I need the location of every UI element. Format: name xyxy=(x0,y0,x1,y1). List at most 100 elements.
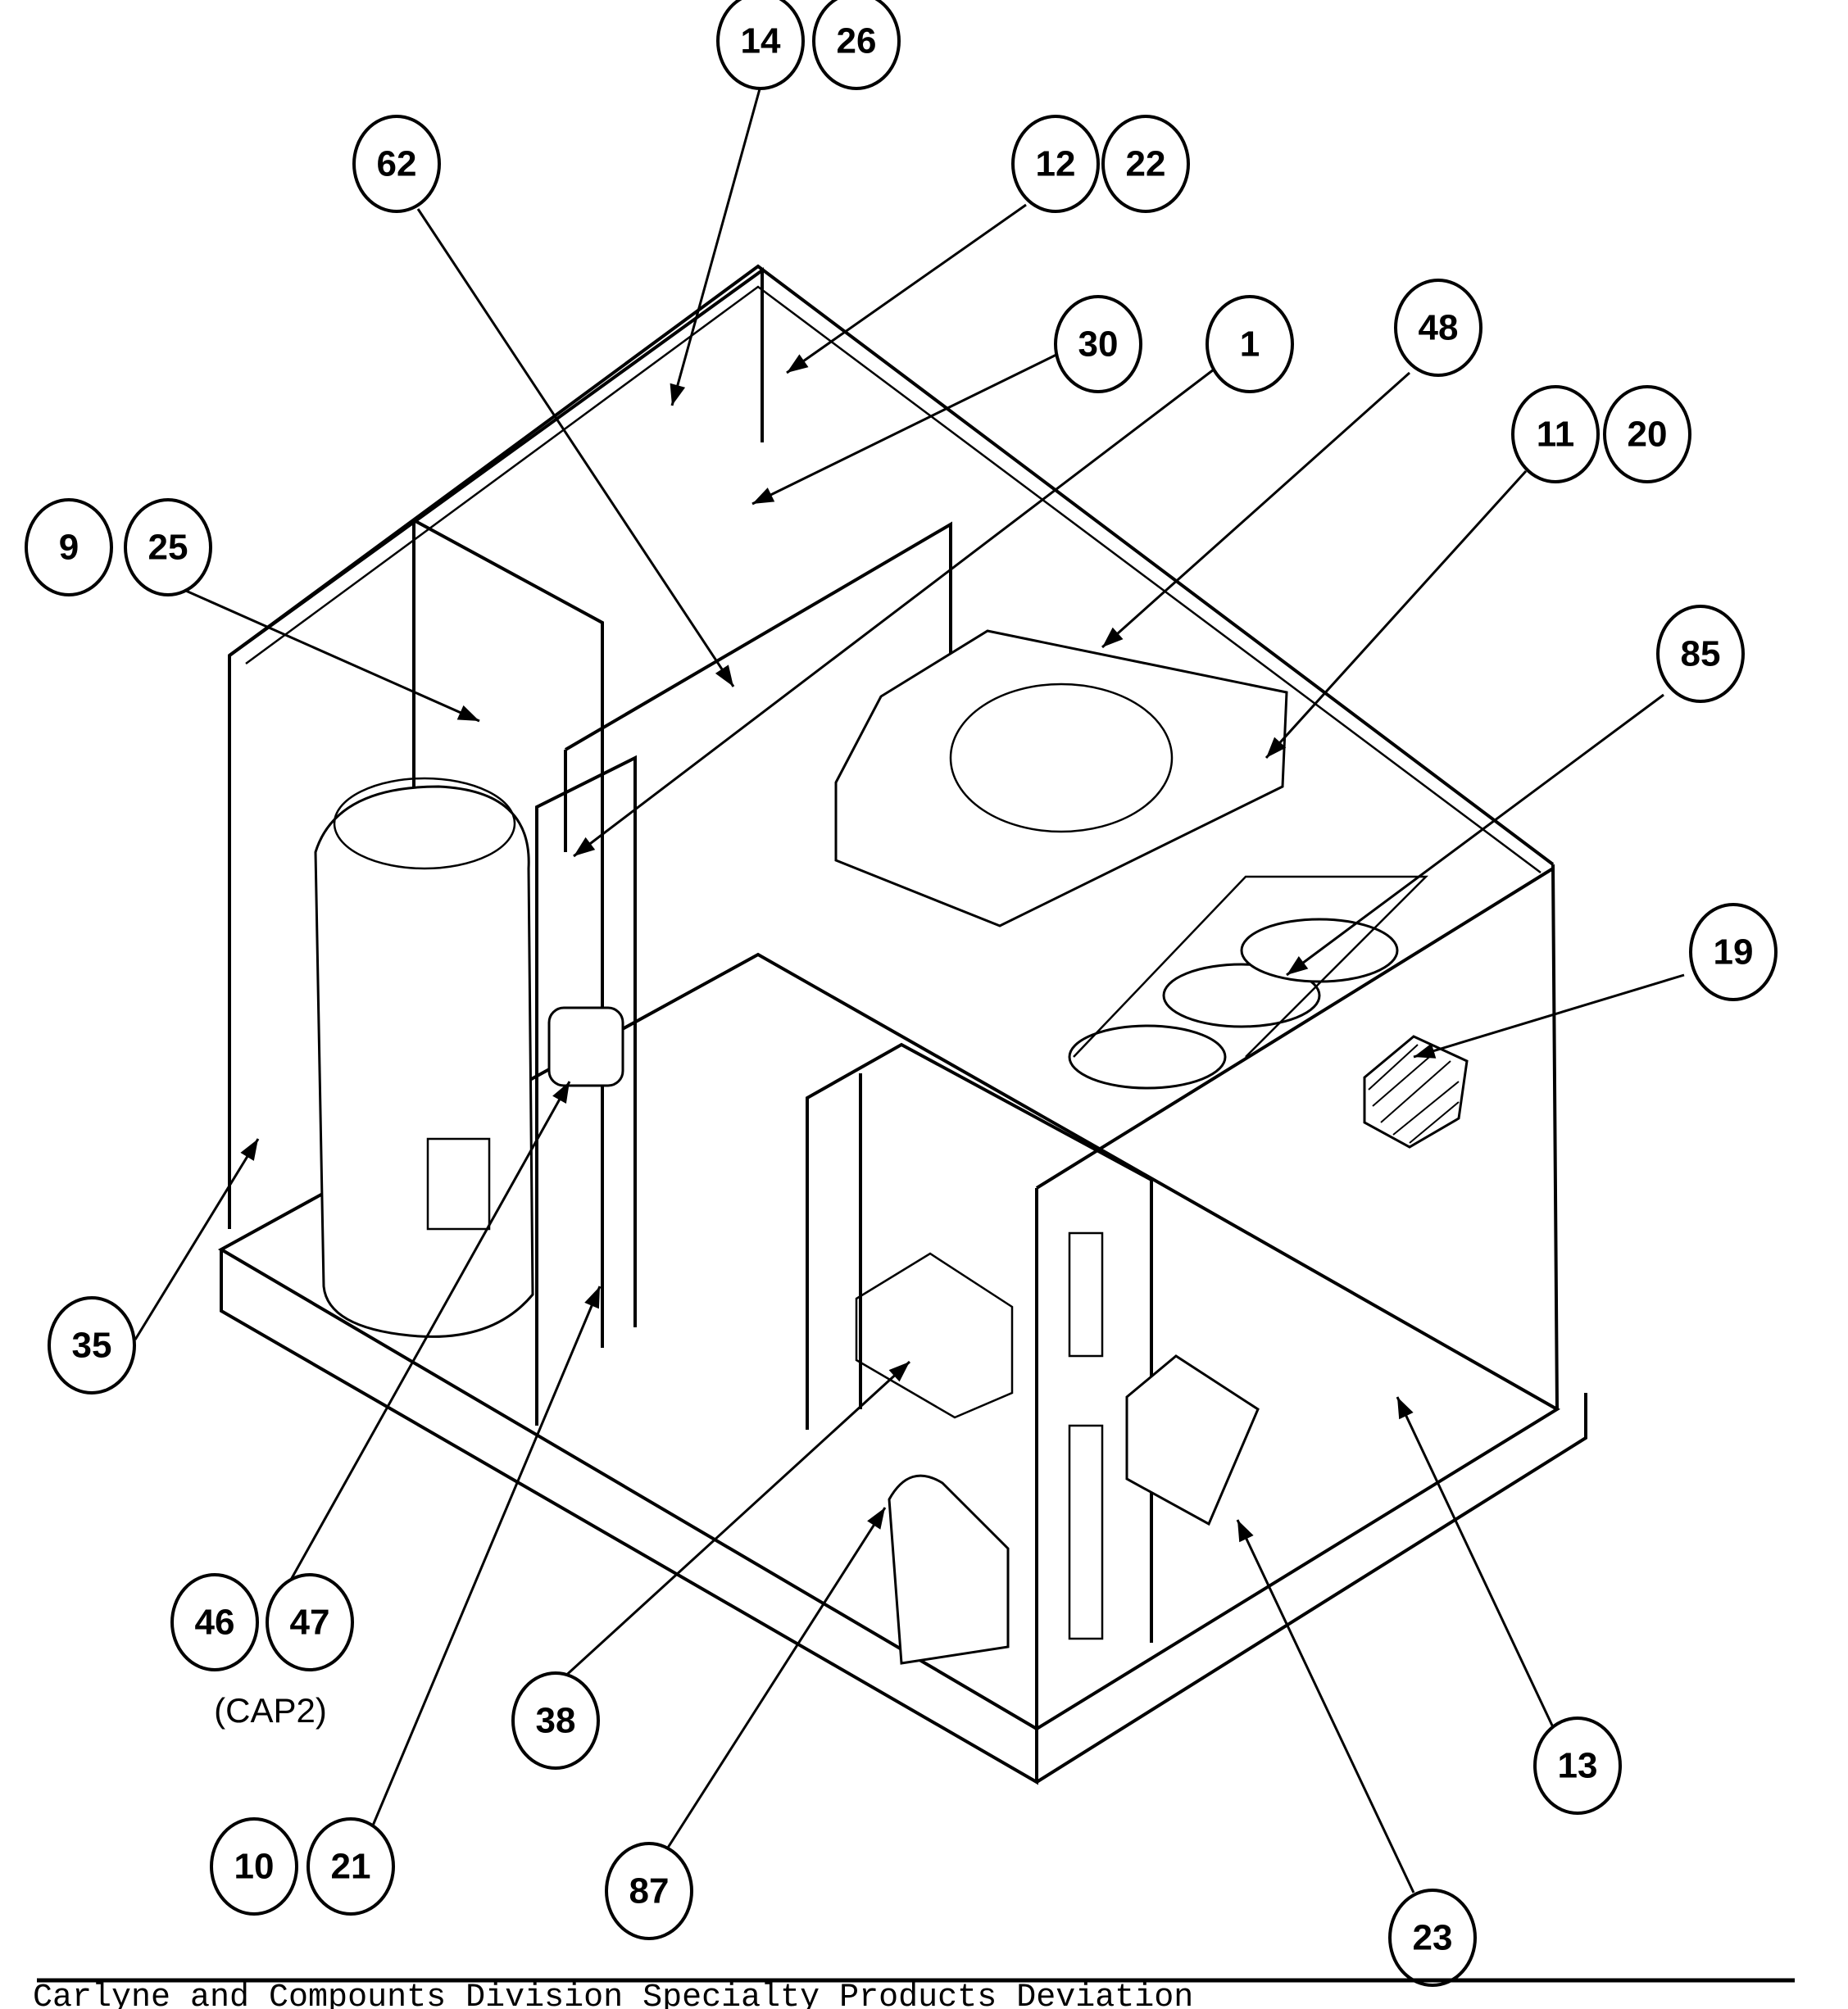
leader-arrowhead xyxy=(1287,956,1309,975)
callout-20: 20 xyxy=(1603,385,1691,483)
callout-30: 30 xyxy=(1054,295,1142,393)
divider-panel xyxy=(535,755,637,1426)
heat-exchanger xyxy=(1068,875,1429,1090)
leader-line xyxy=(666,1507,887,1848)
callout-10: 10 xyxy=(210,1817,298,1916)
compressor-label-plate xyxy=(426,1137,491,1231)
callout-23: 23 xyxy=(1388,1889,1477,1987)
callout-label: 19 xyxy=(1714,932,1754,973)
leader-arrowhead xyxy=(1237,1520,1254,1543)
leader-line xyxy=(134,1138,260,1340)
louvers xyxy=(1068,1231,1104,1640)
callout-label: 11 xyxy=(1537,415,1575,455)
leader-arrowhead xyxy=(867,1508,885,1530)
callout-9: 9 xyxy=(25,498,113,596)
callout-label: 30 xyxy=(1078,324,1119,365)
callout-19: 19 xyxy=(1689,903,1778,1001)
callout-label: 26 xyxy=(837,21,877,61)
callout-circle xyxy=(1394,279,1482,377)
leader-arrowhead xyxy=(715,664,733,687)
leader-line xyxy=(416,208,735,687)
leader-arrowhead xyxy=(888,1362,910,1382)
callout-label: 46 xyxy=(195,1603,235,1643)
leader-arrowhead xyxy=(670,383,686,406)
callout-circle xyxy=(48,1296,136,1395)
callout-circle xyxy=(716,0,805,90)
leader-line xyxy=(573,365,1218,858)
callout-25: 25 xyxy=(124,498,212,596)
leader-line xyxy=(1265,469,1528,760)
callout-label: 10 xyxy=(234,1847,275,1887)
leader-line xyxy=(1101,371,1410,649)
leader-line xyxy=(1236,1519,1415,1893)
leader-line xyxy=(786,203,1027,374)
right-panel xyxy=(1035,864,1559,1729)
callout-35: 35 xyxy=(48,1296,136,1395)
callout-label: 85 xyxy=(1681,634,1721,674)
top-rim xyxy=(228,264,1555,866)
callout-label: 1 xyxy=(1240,324,1260,365)
callout-46: 46 xyxy=(170,1573,259,1671)
callout-label: 48 xyxy=(1419,308,1459,348)
callout-11: 11 xyxy=(1511,385,1600,483)
leader-arrowhead xyxy=(787,354,809,373)
callout-circle xyxy=(1511,385,1600,483)
callout-circle xyxy=(1689,903,1778,1001)
callout-21: 21 xyxy=(306,1817,395,1916)
leader-line xyxy=(371,1286,602,1826)
callout-38: 38 xyxy=(511,1671,600,1770)
leader-line xyxy=(1286,693,1664,977)
control-box-window xyxy=(855,1252,1014,1419)
cap2-note: (CAP2) xyxy=(214,1691,327,1730)
callout-circle xyxy=(124,498,212,596)
callout-label: 14 xyxy=(741,21,781,61)
callout-label: 62 xyxy=(377,144,417,184)
leader-arrowhead xyxy=(456,705,479,721)
compressor-top xyxy=(333,777,516,870)
callout-85: 85 xyxy=(1656,605,1745,703)
callout-48: 48 xyxy=(1394,279,1482,377)
leader-line xyxy=(289,1081,571,1580)
leader-line xyxy=(751,351,1062,506)
callout-circle xyxy=(1388,1889,1477,1987)
top-rim-inner xyxy=(245,285,1542,874)
callout-87: 87 xyxy=(605,1842,693,1940)
callout-label: 38 xyxy=(536,1701,576,1741)
center-top-edge xyxy=(564,521,952,852)
callout-circle xyxy=(511,1671,600,1770)
callout-circle xyxy=(170,1573,259,1671)
control-box xyxy=(806,1042,1153,1643)
leader-line xyxy=(1396,1396,1555,1728)
callout-label: 25 xyxy=(148,528,188,568)
leader-line xyxy=(560,1360,911,1681)
callout-label: 21 xyxy=(331,1847,371,1887)
callout-1: 1 xyxy=(1206,295,1294,393)
blower-wheel xyxy=(949,683,1174,833)
callout-circle xyxy=(1054,295,1142,393)
leader-arrowhead xyxy=(584,1286,600,1309)
callout-circle xyxy=(1011,115,1100,213)
base-frame-lower-edge xyxy=(220,1249,1587,1785)
inducer-box xyxy=(1125,1354,1260,1526)
burner-assembly xyxy=(888,1474,1010,1665)
compressor xyxy=(314,785,534,1338)
capacitor xyxy=(547,1006,624,1087)
leader-arrowhead xyxy=(752,488,775,504)
leader-arrowhead xyxy=(574,837,596,856)
callout-12: 12 xyxy=(1011,115,1100,213)
leader-line xyxy=(143,570,480,723)
footer-text: Carlyne and Compounts Division Specialty… xyxy=(33,1980,1193,2009)
callout-label: 20 xyxy=(1628,415,1668,455)
callout-circle xyxy=(25,498,113,596)
callout-circle xyxy=(1656,605,1745,703)
callout-26: 26 xyxy=(812,0,901,90)
callout-label: 47 xyxy=(290,1603,330,1643)
leader-arrowhead xyxy=(1397,1397,1414,1420)
callout-circle xyxy=(1533,1716,1622,1815)
callout-label: 13 xyxy=(1558,1746,1598,1786)
callout-label: 9 xyxy=(59,528,79,568)
callout-22: 22 xyxy=(1101,115,1190,213)
callout-circle xyxy=(210,1817,298,1916)
